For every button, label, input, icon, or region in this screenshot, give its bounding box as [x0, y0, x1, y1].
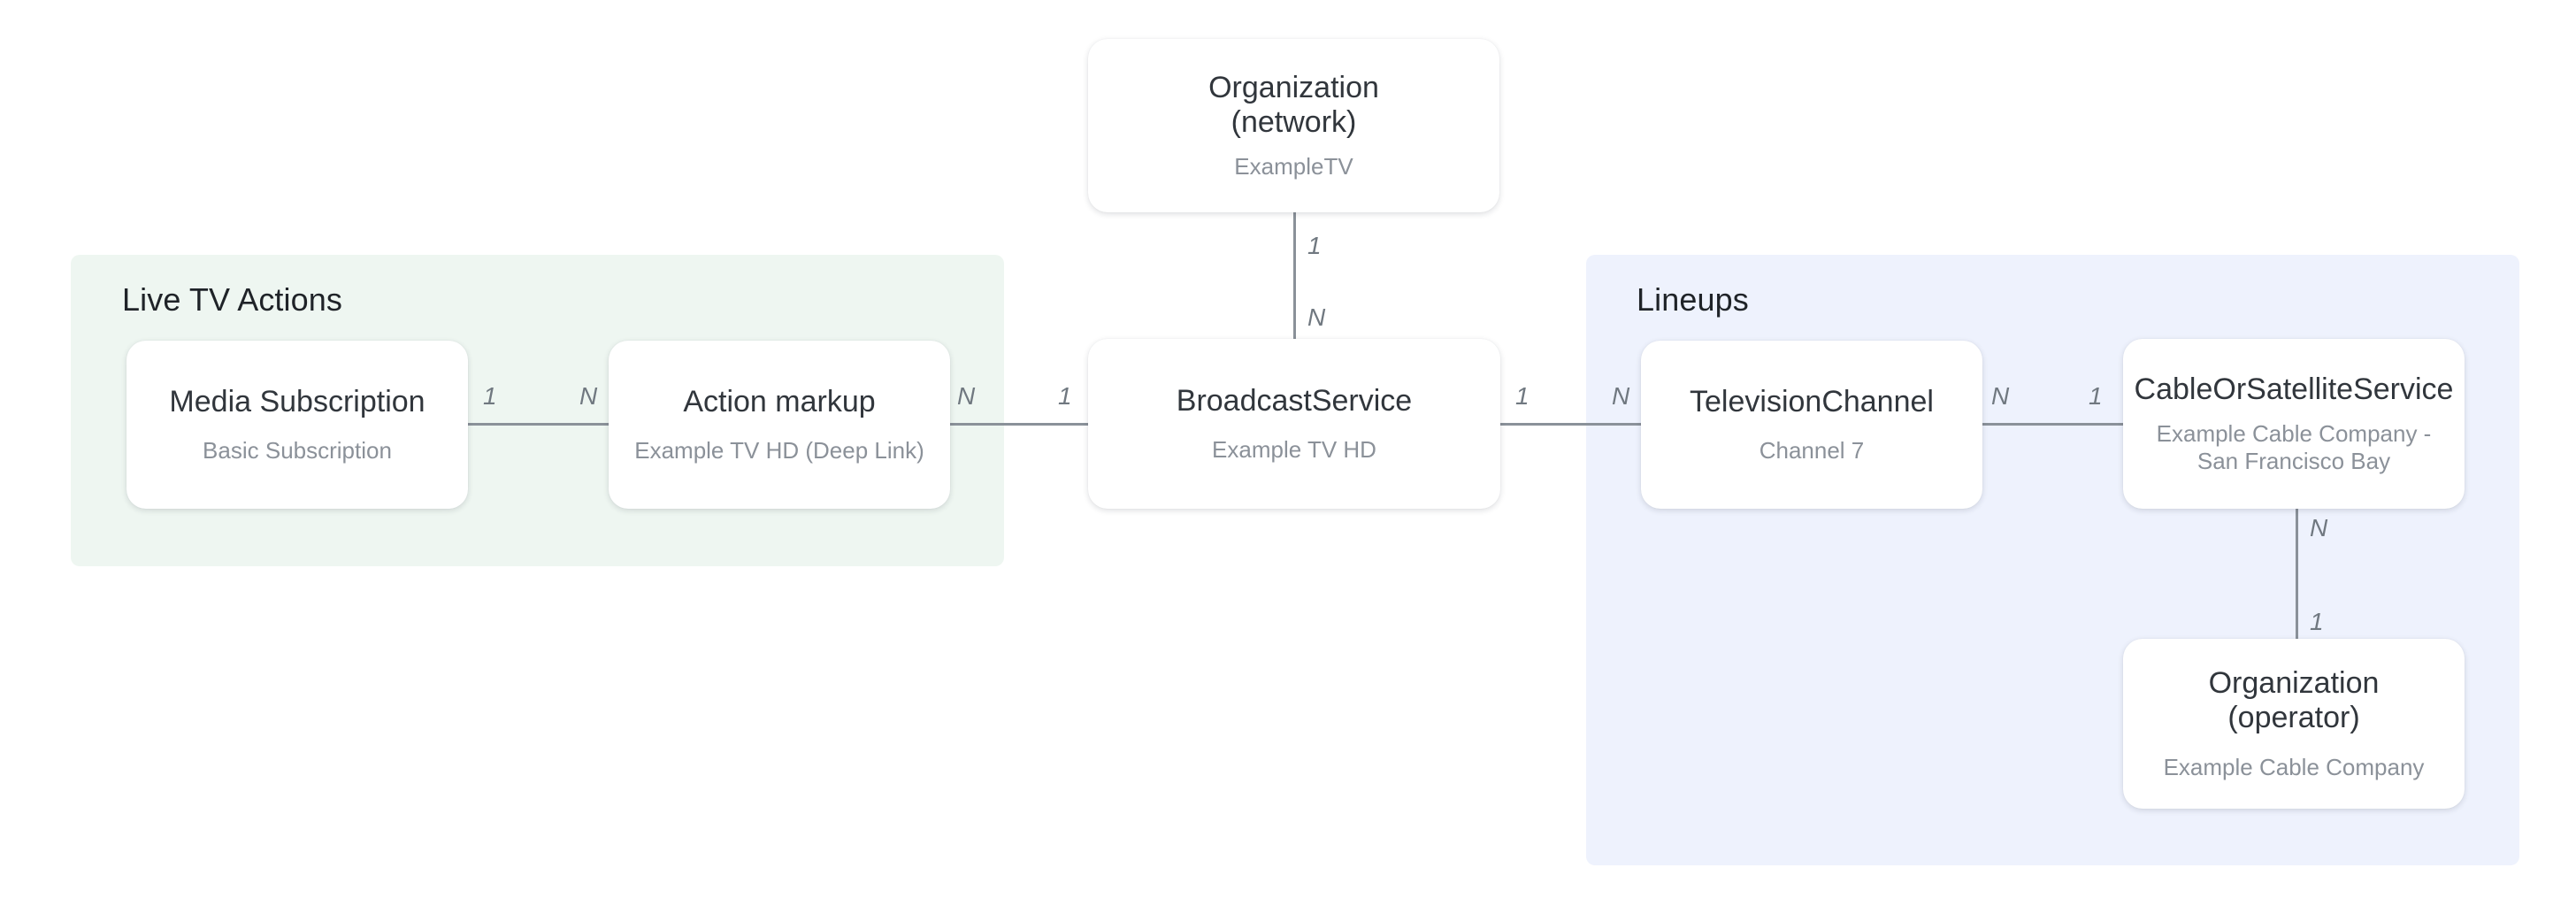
edge-action-markup-to-broadcast-source-cardinality: N — [957, 382, 976, 410]
node-media-subscription-subtitle: Basic Subscription — [203, 437, 392, 465]
node-television-channel-subtitle: Channel 7 — [1759, 437, 1865, 465]
edge-television-channel-to-cable-target-cardinality: 1 — [2089, 382, 2103, 410]
node-action-markup-subtitle: Example TV HD (Deep Link) — [634, 437, 924, 465]
node-television-channel[interactable]: TelevisionChannel Channel 7 — [1641, 341, 1982, 509]
edge-cable-to-org-operator-target-cardinality: 1 — [2310, 608, 2324, 635]
edge-broadcast-to-television-channel — [1499, 423, 1646, 426]
edge-action-markup-to-broadcast — [939, 423, 1088, 426]
node-organization-operator-subtitle: Example Cable Company — [2163, 754, 2425, 781]
node-organization-operator-title: Organization (operator) — [2208, 665, 2380, 735]
node-broadcast-service-title: BroadcastService — [1176, 383, 1413, 418]
node-action-markup[interactable]: Action markup Example TV HD (Deep Link) — [609, 341, 950, 509]
edge-media-subscription-to-action-markup-source-cardinality: 1 — [483, 382, 497, 410]
node-media-subscription-title: Media Subscription — [169, 384, 426, 418]
edge-cable-to-org-operator-source-cardinality: N — [2310, 514, 2328, 541]
edge-media-subscription-to-action-markup — [464, 423, 610, 426]
node-broadcast-service[interactable]: BroadcastService Example TV HD — [1088, 339, 1500, 509]
edge-broadcast-to-television-channel-source-cardinality: 1 — [1515, 382, 1530, 410]
edge-television-channel-to-cable — [1977, 423, 2124, 426]
node-action-markup-title: Action markup — [683, 384, 876, 418]
node-cable-or-satellite-service[interactable]: CableOrSatelliteService Example Cable Co… — [2123, 339, 2465, 509]
node-cable-or-satellite-service-title: CableOrSatelliteService — [2134, 372, 2454, 406]
node-cable-or-satellite-service-subtitle: Example Cable Company - San Francisco Ba… — [2156, 419, 2432, 474]
node-organization-operator[interactable]: Organization (operator) Example Cable Co… — [2123, 639, 2465, 809]
group-live-tv-actions-title: Live TV Actions — [122, 281, 342, 318]
node-television-channel-title: TelevisionChannel — [1690, 384, 1934, 418]
edge-media-subscription-to-action-markup-target-cardinality: N — [579, 382, 598, 410]
edge-action-markup-to-broadcast-target-cardinality: 1 — [1058, 382, 1072, 410]
node-organization-network-title: Organization (network) — [1208, 70, 1379, 140]
edge-org-network-to-broadcast — [1293, 211, 1296, 340]
edge-television-channel-to-cable-source-cardinality: N — [1991, 382, 2010, 410]
edge-broadcast-to-television-channel-target-cardinality: N — [1612, 382, 1630, 410]
node-organization-network[interactable]: Organization (network) ExampleTV — [1088, 39, 1499, 212]
edge-org-network-to-broadcast-source-cardinality: 1 — [1307, 232, 1322, 259]
group-lineups-title: Lineups — [1637, 281, 1749, 318]
node-media-subscription[interactable]: Media Subscription Basic Subscription — [126, 341, 468, 509]
node-organization-network-subtitle: ExampleTV — [1234, 153, 1353, 180]
edge-org-network-to-broadcast-target-cardinality: N — [1307, 303, 1326, 331]
node-broadcast-service-subtitle: Example TV HD — [1212, 436, 1376, 464]
edge-cable-to-org-operator — [2296, 508, 2298, 639]
